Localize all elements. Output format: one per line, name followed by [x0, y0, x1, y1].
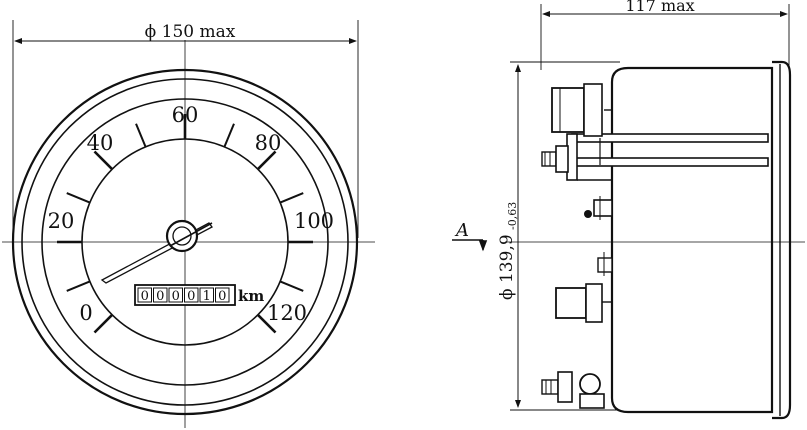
terminal-screw-1: [584, 196, 613, 220]
depth-dimension: 117 max: [540, 0, 790, 70]
odometer-digit: 1: [203, 289, 211, 304]
scale-tick: [256, 313, 277, 334]
side-view: 117 max: [452, 0, 805, 420]
housing-body: [610, 60, 792, 420]
front-diameter-dimension: ϕ 150 max: [12, 20, 359, 238]
lamp-socket: [555, 283, 612, 323]
odometer-digit-cell: [199, 287, 214, 303]
side-diameter-tolerance: -0,63: [506, 202, 519, 230]
side-diameter-dimension: ϕ 139,9 -0,63: [497, 61, 620, 411]
odometer-digit: 0: [141, 289, 149, 304]
dial-outer-ring: [41, 98, 329, 386]
front-diameter-label: ϕ 150 max: [145, 22, 236, 42]
odometer-digit: 0: [218, 289, 226, 304]
bezel-inner-ring: [21, 78, 349, 406]
odometer-digit: 0: [172, 289, 180, 304]
cable-connector: [551, 83, 612, 137]
view-a-indicator: A: [452, 220, 488, 252]
terminal-screw-2: [597, 252, 613, 276]
mounting-bracket: [566, 133, 769, 181]
scale-tick: [93, 150, 114, 171]
odometer-unit: km: [238, 287, 264, 305]
scale-ticks: [57, 114, 313, 334]
outer-bezel-ring: [11, 68, 359, 416]
scale-tick: [279, 192, 304, 204]
odometer-digit-cell: [215, 287, 230, 303]
scale-tick: [66, 280, 91, 292]
scale-label-0: 0: [79, 301, 92, 325]
scale-label-40: 40: [87, 131, 114, 155]
view-a-label: A: [454, 220, 469, 241]
scale-tick: [279, 280, 304, 292]
scale-label-120: 120: [267, 301, 307, 325]
scale-tick: [66, 192, 91, 204]
scale-tick: [93, 313, 114, 334]
side-diameter-label: ϕ 139,9: [497, 234, 517, 300]
needle: [100, 219, 213, 284]
odometer-digit-cell: [168, 287, 183, 303]
scale-label-20: 20: [48, 209, 75, 233]
odometer-digit: 0: [156, 289, 164, 304]
odometer-digit-cell: [137, 287, 152, 303]
odometer-digit: 0: [187, 289, 195, 304]
scale-tick: [223, 123, 235, 148]
scale-tick: [135, 123, 147, 148]
scale-tick: [256, 150, 277, 171]
scale-label-100: 100: [294, 209, 334, 233]
terminal-stud-lower: [541, 371, 605, 409]
terminal-stud-upper: [541, 145, 569, 173]
odometer-digit-cell: [184, 287, 199, 303]
depth-dimension-label: 117 max: [625, 0, 694, 15]
scale-label-80: 80: [255, 131, 282, 155]
odometer-digit-cell: [153, 287, 168, 303]
scale-label-60: 60: [172, 103, 199, 127]
